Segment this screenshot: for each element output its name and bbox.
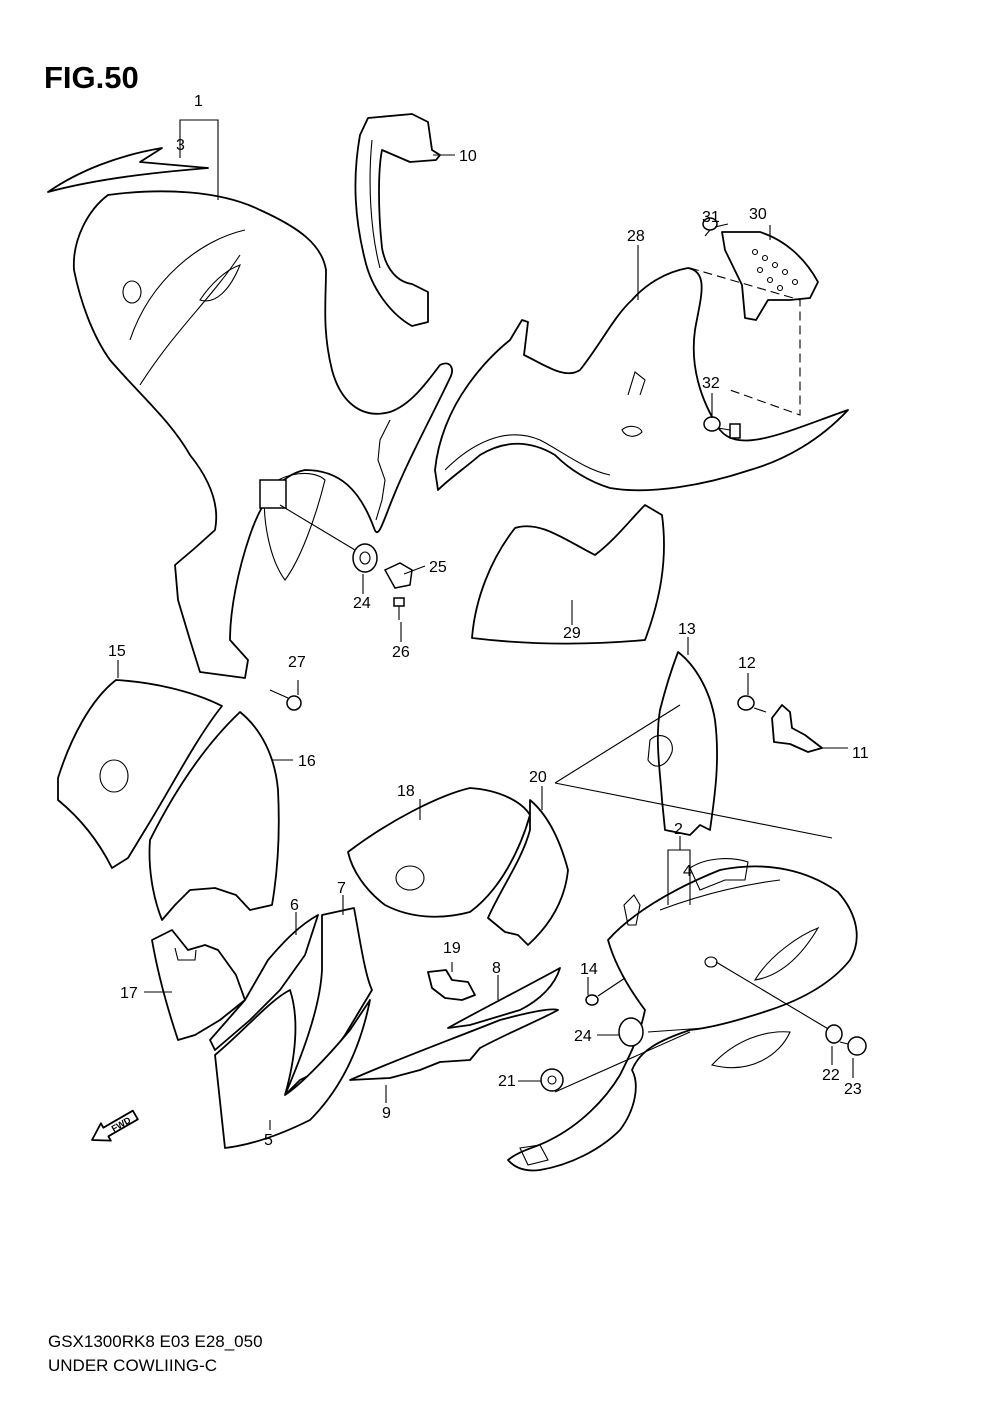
part-2-lower-cowling (507, 865, 858, 1172)
callout-22: 22 (822, 1067, 840, 1084)
callout-27: 27 (288, 654, 306, 671)
part-15-panel (57, 679, 223, 869)
part-23-bolt (839, 1036, 867, 1056)
callout-10: 10 (459, 148, 477, 165)
part-20-strip (487, 799, 569, 946)
part-24-grommet-lower (618, 1017, 644, 1047)
part-9-strip (349, 1008, 559, 1081)
part-31-bolt (702, 217, 718, 237)
callout-31: 31 (702, 209, 720, 226)
callout-13: 13 (678, 621, 696, 638)
callout-25: 25 (429, 559, 447, 576)
diagram-name: UNDER COWLIING-C (48, 1356, 218, 1375)
callout-30: 30 (749, 206, 767, 223)
callout-15: 15 (108, 643, 126, 660)
part-22-washer (825, 1024, 843, 1044)
callout-28: 28 (627, 228, 645, 245)
part-30-holes (751, 248, 799, 292)
callout-17: 17 (120, 985, 138, 1002)
callout-21: 21 (498, 1073, 516, 1090)
part-12-screw (737, 695, 767, 713)
callout-32: 32 (702, 375, 720, 392)
callout-8: 8 (492, 960, 501, 977)
part-18-cover (347, 787, 531, 918)
part-11-bracket (771, 704, 823, 753)
callout-3: 3 (176, 137, 185, 154)
part-6-strip (209, 914, 319, 1051)
callout-5: 5 (264, 1132, 273, 1149)
diagram-code: GSX1300RK8 E03 E28_050 (48, 1332, 263, 1351)
callout-23: 23 (844, 1081, 862, 1098)
part-7-strip (284, 907, 373, 1096)
part-10-bracket (354, 113, 441, 327)
part-29-panel (471, 504, 665, 645)
part-21-nut (540, 1068, 564, 1092)
part-13-inner-panel (656, 651, 718, 836)
callout-20: 20 (529, 769, 547, 786)
callout-18: 18 (397, 783, 415, 800)
part-14-screw (585, 977, 626, 1006)
callout-2: 2 (674, 821, 683, 838)
callout-24-upper: 24 (353, 595, 371, 612)
part-8-strip (447, 967, 561, 1029)
part-19-clip (427, 969, 476, 1001)
callout-16: 16 (298, 753, 316, 770)
callout-26: 26 (392, 644, 410, 661)
callout-12: 12 (738, 655, 756, 672)
part-25-nut (383, 562, 413, 589)
callout-9: 9 (382, 1105, 391, 1122)
part-26-screw (393, 597, 405, 620)
part-16-panel (148, 711, 280, 921)
part-5-panel (214, 989, 371, 1149)
callout-4: 4 (683, 863, 692, 880)
part-17-panel (151, 929, 246, 1041)
callout-24-lower: 24 (574, 1028, 592, 1045)
callout-11: 11 (852, 745, 869, 762)
part-3-decal (47, 147, 209, 193)
callout-29: 29 (563, 625, 581, 642)
part-1-left-cowling (73, 190, 453, 679)
callout-14: 14 (580, 961, 598, 978)
part-24-grommet (352, 543, 378, 573)
part-30-plate (721, 231, 819, 321)
callout-7: 7 (337, 880, 346, 897)
part-28-right-panel (434, 267, 849, 492)
fwd-arrow-icon: FWD (91, 1109, 139, 1142)
callout-1: 1 (194, 93, 203, 110)
callout-19: 19 (443, 940, 461, 957)
part-27-screw (269, 689, 302, 711)
callout-6: 6 (290, 897, 299, 914)
figure-title: FIG.50 (44, 60, 139, 95)
